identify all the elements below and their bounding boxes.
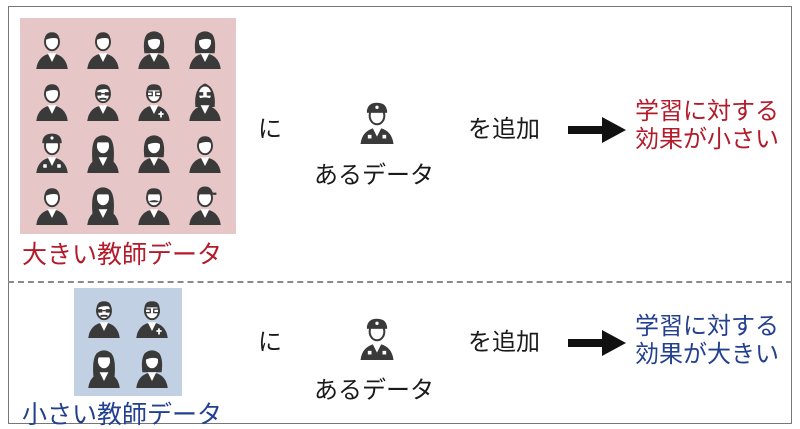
small-teacher-data-label: 小さい教師データ	[22, 400, 223, 429]
large-teacher-data-label: 大きい教師データ	[22, 240, 223, 269]
person-cell	[77, 178, 128, 230]
person-cell	[128, 22, 179, 74]
person-cell	[128, 178, 179, 230]
mustache-man-icon	[137, 188, 170, 225]
person-cell	[77, 22, 128, 74]
priest-icon	[136, 301, 168, 338]
girl-icon	[88, 350, 120, 388]
man-icon	[35, 32, 68, 69]
person-cell	[26, 126, 77, 178]
result-large-effect: 学習に対する 効果が大きい	[635, 312, 779, 368]
woman-icon	[137, 135, 170, 173]
person-cell	[77, 126, 128, 178]
result-line-1: 学習に対する	[635, 97, 779, 125]
man-icon	[35, 84, 68, 121]
priest-icon	[137, 84, 170, 121]
data-item-label: あるデータ	[314, 161, 434, 189]
bearded-man-icon	[188, 83, 221, 121]
glasses-man-icon	[86, 84, 119, 121]
result-line-2: 効果が大きい	[635, 339, 779, 368]
result-small-effect: 学習に対する 効果が小さい	[635, 97, 779, 153]
police-icon	[35, 133, 68, 173]
man-icon	[188, 136, 221, 173]
glasses-man-icon	[88, 301, 120, 338]
row-divider	[8, 281, 792, 283]
police-icon	[360, 102, 394, 144]
man-icon	[86, 32, 119, 69]
person-cell	[80, 342, 128, 392]
particle-ni: に	[258, 328, 282, 356]
result-line-2: 効果が小さい	[635, 124, 779, 153]
girl-icon	[86, 135, 119, 173]
police-icon	[360, 318, 394, 360]
result-line-1: 学習に対する	[635, 312, 779, 340]
man-icon	[35, 188, 68, 225]
person-cell	[26, 178, 77, 230]
large-teacher-data-panel	[20, 18, 236, 234]
person-cell	[26, 22, 77, 74]
data-item-label: あるデータ	[314, 376, 434, 404]
person-cell	[26, 74, 77, 126]
person-cell	[128, 126, 179, 178]
woman-icon	[136, 350, 168, 388]
arrow-icon	[568, 330, 626, 356]
person-cell	[128, 342, 176, 392]
add-action: を追加	[468, 328, 540, 356]
girl-icon	[86, 187, 119, 225]
person-cell	[128, 292, 176, 342]
arrow-icon	[568, 117, 626, 143]
person-cell	[179, 22, 230, 74]
woman-icon	[188, 31, 221, 69]
person-cell	[128, 74, 179, 126]
particle-ni: に	[258, 115, 282, 143]
person-cell	[179, 178, 230, 230]
person-cell	[179, 126, 230, 178]
add-action: を追加	[468, 115, 540, 143]
person-cell	[80, 292, 128, 342]
person-cell	[179, 74, 230, 126]
cap-man-icon	[188, 186, 221, 225]
woman-icon	[137, 31, 170, 69]
small-teacher-data-panel	[74, 288, 182, 396]
diagram-frame	[8, 6, 792, 424]
person-cell	[77, 74, 128, 126]
